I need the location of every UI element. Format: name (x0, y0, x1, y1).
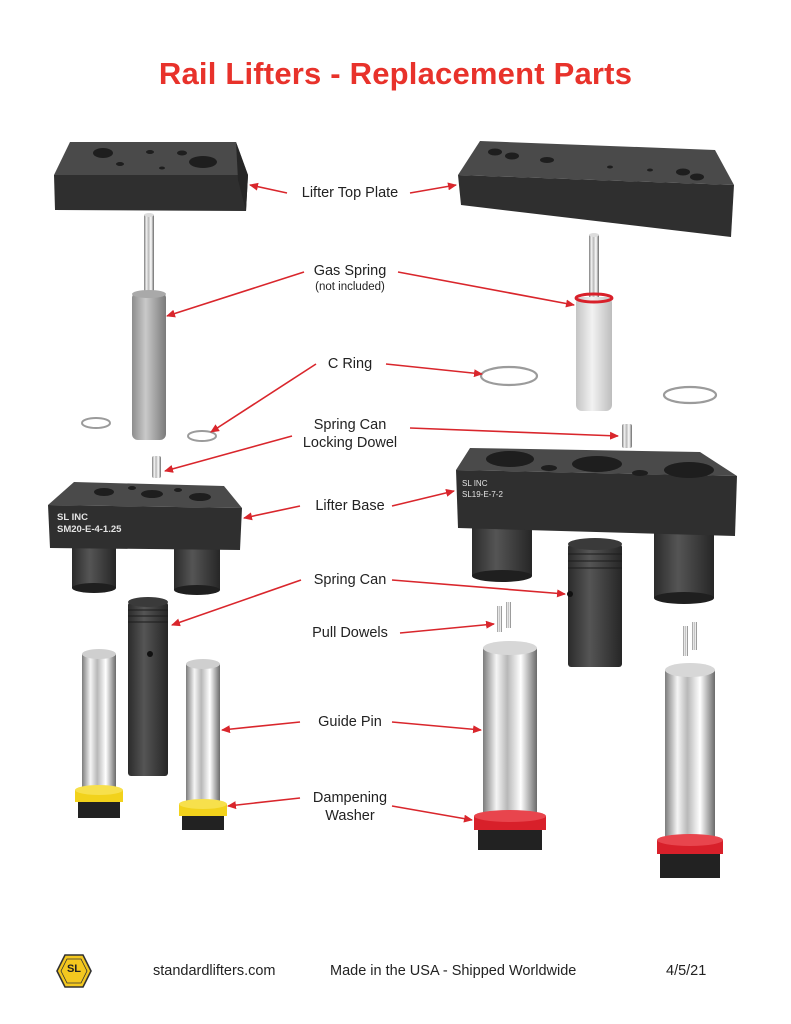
sl-logo (56, 954, 92, 988)
label-gas-spring-note: (not included) (315, 281, 385, 293)
left-c-ring-b (187, 430, 217, 442)
footer-date: 4/5/21 (666, 963, 707, 979)
label-lifter-base: Lifter Base (315, 498, 385, 514)
left-top-plate (54, 142, 248, 211)
callout-arrows (164, 182, 619, 823)
label-lifter-top-plate: Lifter Top Plate (301, 185, 399, 201)
page-title: Rail Lifters - Replacement Parts (158, 56, 633, 91)
left-spring-can (128, 597, 168, 776)
label-locking-dowel-line1: Spring Can (313, 417, 387, 433)
label-washer-line1: Dampening (312, 790, 388, 806)
left-guide-pin-b (179, 659, 227, 830)
left-base-marking: SL INC SM20-E-4-1.25 (57, 512, 121, 536)
left-base-marking-line1: SL INC (57, 512, 88, 523)
footer-tagline: Made in the USA - Shipped Worldwide (330, 963, 577, 979)
right-c-ring-a (479, 365, 539, 387)
right-pull-dowel-b (506, 602, 511, 628)
right-gas-spring (574, 233, 614, 411)
label-locking-dowel-line2: Locking Dowel (302, 435, 398, 451)
label-gas-spring: Gas Spring (not included) (290, 262, 410, 295)
right-base-marking-line2: SL19-E-7-2 (462, 490, 503, 499)
footer-website: standardlifters.com (153, 963, 276, 979)
left-guide-pin-a (75, 649, 123, 818)
label-washer-line2: Washer (325, 808, 375, 824)
label-c-ring: C Ring (327, 356, 373, 372)
label-spring-can: Spring Can (313, 572, 387, 588)
left-c-ring-a (81, 417, 111, 429)
right-lifter-base (456, 448, 737, 604)
right-pull-dowel-d (692, 622, 697, 650)
left-lifter-base (48, 482, 242, 595)
right-pull-dowel-c (683, 626, 688, 656)
right-base-marking-line1: SL INC (462, 479, 488, 488)
left-gas-spring (132, 213, 166, 440)
left-base-marking-line2: SM20-E-4-1.25 (57, 524, 122, 535)
right-guide-pin-a (474, 641, 546, 850)
right-pull-dowel-a (497, 606, 502, 632)
label-gas-spring-text: Gas Spring (313, 263, 387, 279)
right-c-ring-b (662, 385, 718, 405)
sl-logo-text: SL (66, 963, 82, 975)
right-guide-pin-b (657, 663, 723, 878)
label-pull-dowels: Pull Dowels (312, 625, 388, 641)
label-spring-can-locking-dowel: Spring Can Locking Dowel (280, 416, 420, 452)
left-locking-dowel (152, 456, 161, 478)
right-spring-can (567, 538, 622, 667)
label-dampening-washer: Dampening Washer (280, 789, 420, 825)
right-top-plate (458, 141, 734, 237)
label-guide-pin: Guide Pin (318, 714, 382, 730)
right-base-marking: SL INC SL19-E-7-2 (462, 478, 503, 500)
right-locking-dowel (622, 424, 632, 448)
